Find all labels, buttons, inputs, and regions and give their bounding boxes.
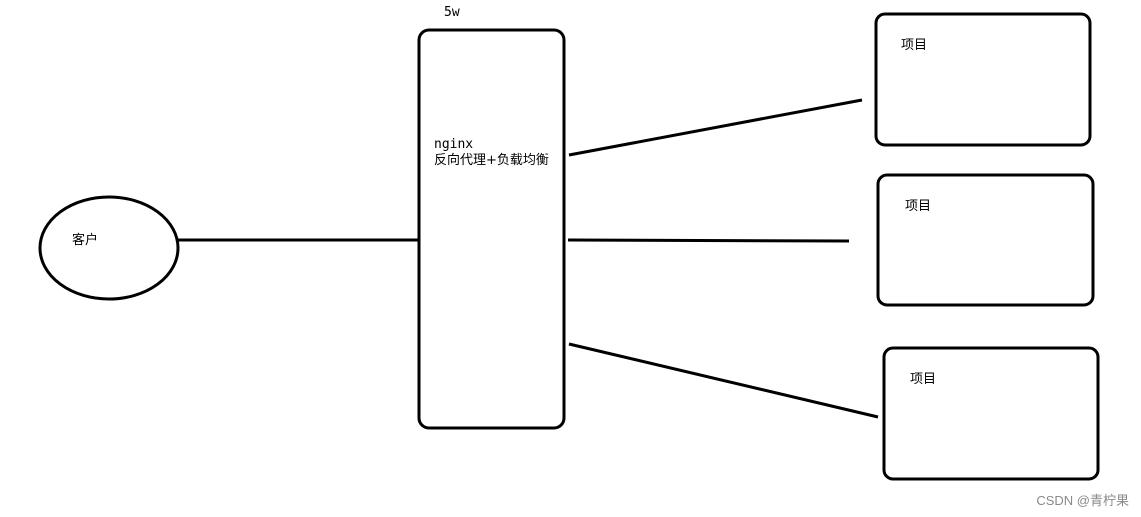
connector-nginx-project-2: [567, 238, 850, 243]
project-label-2: 项目: [905, 199, 932, 214]
project-node-2: [876, 173, 1095, 307]
connector-nginx-project-1: [568, 98, 863, 157]
connector-nginx-project-3: [568, 342, 879, 419]
project-node-3: [882, 346, 1100, 481]
nginx-node: [417, 28, 566, 430]
proxy-top-label: 5w: [444, 5, 460, 20]
watermark-text: CSDN @青柠果: [1036, 493, 1129, 508]
project-label-3: 项目: [910, 372, 937, 387]
client-label: 客户: [72, 233, 99, 248]
client-node: [38, 195, 180, 301]
nginx-name-label: nginx: [434, 137, 474, 152]
project-label-1: 项目: [901, 38, 928, 53]
project-node-1: [874, 12, 1092, 147]
nginx-description-label: 反向代理+负载均衡: [434, 153, 549, 168]
